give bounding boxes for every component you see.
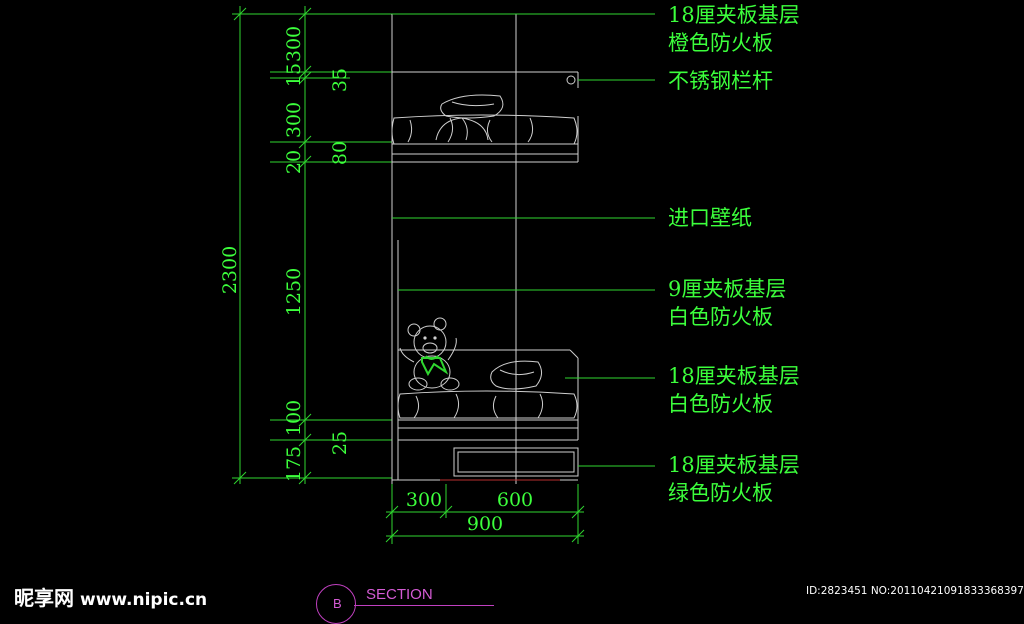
bed-cabinet-outline xyxy=(391,13,655,484)
teddy-bear-drawing xyxy=(399,317,460,391)
dim-seg-300-top: 300 xyxy=(283,26,305,62)
dim-width-900: 900 xyxy=(467,513,503,535)
watermark-site: 昵享网 xyxy=(14,586,74,610)
annotation-5-line2: 白色防火板 xyxy=(668,392,773,416)
annotation-6-line1: 18厘夹板基层 xyxy=(668,453,800,477)
railing-knob xyxy=(566,75,576,85)
width-dimensions: 300 600 900 xyxy=(385,484,585,544)
dim-width-600: 600 xyxy=(497,489,533,511)
annotation-4-line1: 9厘夹板基层 xyxy=(668,277,786,301)
overall-height-dimension: 2300 xyxy=(219,6,392,485)
annotation-9mm-panel: 9厘夹板基层 白色防火板 xyxy=(668,277,786,329)
dim-seg-80: 80 xyxy=(329,141,351,165)
section-label: SECTION xyxy=(366,586,433,603)
lower-mattress xyxy=(397,360,578,419)
leader-lines xyxy=(392,13,655,467)
annotation-3-line1: 进口壁纸 xyxy=(668,206,752,230)
section-underline xyxy=(354,605,494,606)
section-marker-letter: B xyxy=(333,596,342,611)
dim-seg-35: 35 xyxy=(329,68,351,92)
annotation-1-line2: 橙色防火板 xyxy=(668,31,773,55)
dim-width-300: 300 xyxy=(406,489,442,511)
dim-seg-15: 15 xyxy=(283,63,305,87)
annotation-2-line1: 不锈钢栏杆 xyxy=(668,69,773,93)
dim-seg-1250: 1250 xyxy=(283,268,305,316)
annotation-wallpaper: 进口壁纸 xyxy=(668,206,752,230)
annotation-railing: 不锈钢栏杆 xyxy=(668,69,773,93)
annotation-4-line2: 白色防火板 xyxy=(668,305,773,329)
image-id: ID:2823451 NO:20110421091833368397 xyxy=(806,585,1024,597)
annotation-lower-bed: 18厘夹板基层 白色防火板 xyxy=(668,364,800,416)
watermark: 昵享网 www.nipic.cn xyxy=(14,582,207,611)
segment-dimension-chain: 300 15 35 300 20 80 1250 100 25 175 xyxy=(270,6,392,485)
dim-seg-20: 20 xyxy=(283,150,305,174)
dim-seg-300-mid: 300 xyxy=(283,102,305,138)
upper-mattress xyxy=(391,94,578,145)
annotation-drawer: 18厘夹板基层 绿色防火板 xyxy=(668,453,800,505)
annotation-6-line2: 绿色防火板 xyxy=(668,481,773,505)
dim-seg-25: 25 xyxy=(329,431,351,455)
annotation-5-line1: 18厘夹板基层 xyxy=(668,364,800,388)
dim-seg-175: 175 xyxy=(283,446,305,482)
annotation-1-line1: 18厘夹板基层 xyxy=(668,3,800,27)
dim-seg-100: 100 xyxy=(283,400,305,436)
annotation-top-panel: 18厘夹板基层 橙色防火板 xyxy=(668,3,800,55)
dim-2300: 2300 xyxy=(219,246,241,294)
watermark-url: www.nipic.cn xyxy=(80,590,208,610)
